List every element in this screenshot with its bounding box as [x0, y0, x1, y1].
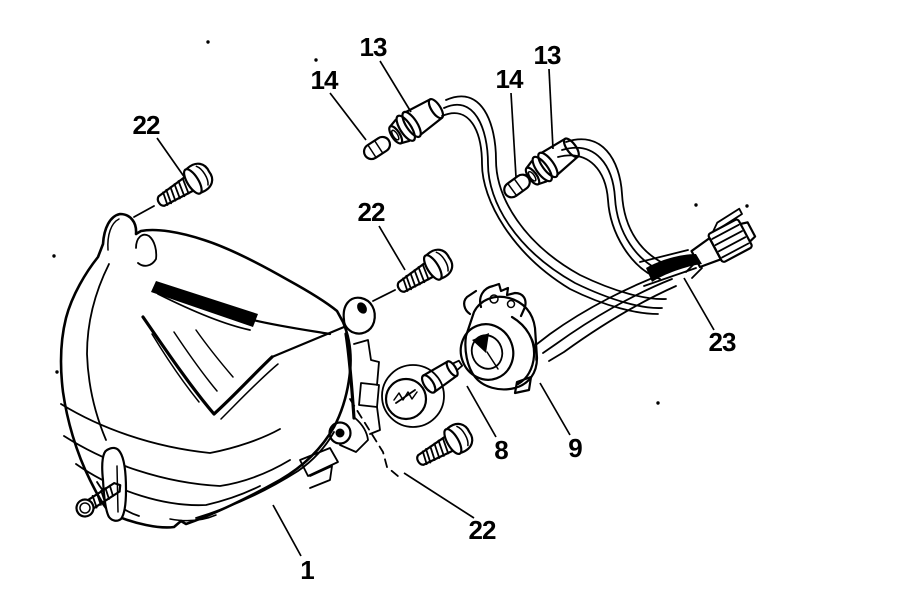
- part-label-bulb-holder: 9: [568, 433, 582, 463]
- speck-layer: [52, 40, 749, 405]
- magnifier-circle: [381, 364, 445, 428]
- scan-speck: [694, 203, 698, 207]
- leader-line-headlight-unit: [272, 504, 302, 557]
- headlight-unit: [59, 212, 400, 529]
- part-label-bulb-socket-right: 13: [534, 40, 561, 70]
- bulb-holder: [459, 282, 539, 395]
- mount-ear-second: [135, 233, 158, 267]
- scan-speck: [206, 40, 210, 44]
- part-label-headlight-unit: 1: [300, 555, 314, 585]
- leader-line-bulb-holder: [539, 382, 571, 436]
- wire-connector: [685, 207, 757, 279]
- part-label-wedge-bulb-left: 14: [311, 65, 339, 95]
- leader-line-wire-connector: [683, 277, 715, 331]
- mount-ear-inner: [107, 218, 120, 251]
- scan-speck: [55, 370, 59, 374]
- leader-line-wedge-bulb-left: [329, 92, 367, 141]
- leader-line-bolt-lower: [403, 472, 475, 519]
- lens-v-crease: [141, 315, 274, 416]
- harness-junction: [646, 254, 702, 282]
- part-label-wire-connector: 23: [709, 327, 736, 357]
- bolt-path-dashed: [349, 398, 400, 478]
- part-label-bolt-lower: 22: [469, 515, 496, 545]
- bulb-socket-left: [383, 92, 449, 151]
- scan-speck: [314, 58, 318, 62]
- leader-line-headlight-bulb: [466, 385, 497, 438]
- leader-line-wedge-bulb-right: [510, 92, 517, 178]
- wedge-bulb-left: [360, 132, 394, 164]
- leader-line-bolt-middle: [378, 225, 406, 271]
- leader-line-bolt-upper-left: [156, 137, 186, 179]
- part-label-headlight-bulb: 8: [494, 435, 508, 465]
- leader-line-bulb-socket-left: [379, 60, 412, 113]
- part-label-bolt-upper-left: 22: [133, 110, 160, 140]
- part-label-bolt-middle: 22: [358, 197, 385, 227]
- bolt-lower: [409, 418, 478, 476]
- leader-line-bulb-socket-right: [548, 68, 554, 150]
- bolt-upper-left: [133, 158, 218, 218]
- part-label-bulb-socket-left: 13: [360, 32, 387, 62]
- wire-harness: [441, 95, 702, 362]
- top-rim-band: [151, 281, 258, 327]
- scan-speck: [745, 204, 749, 208]
- headlight-outline: [59, 212, 352, 529]
- part-label-wedge-bulb-right: 14: [496, 64, 524, 94]
- scan-speck: [656, 401, 660, 405]
- installed-screw: [75, 482, 122, 518]
- headlight-bulb: [381, 359, 464, 428]
- wedge-bulb-right: [500, 170, 534, 202]
- callout-layer: 22 13 14 14 13 22 23 8 9 22 1: [133, 32, 737, 585]
- side-bracket: [299, 296, 381, 489]
- scan-speck: [52, 254, 56, 258]
- bolt-middle: [372, 244, 458, 302]
